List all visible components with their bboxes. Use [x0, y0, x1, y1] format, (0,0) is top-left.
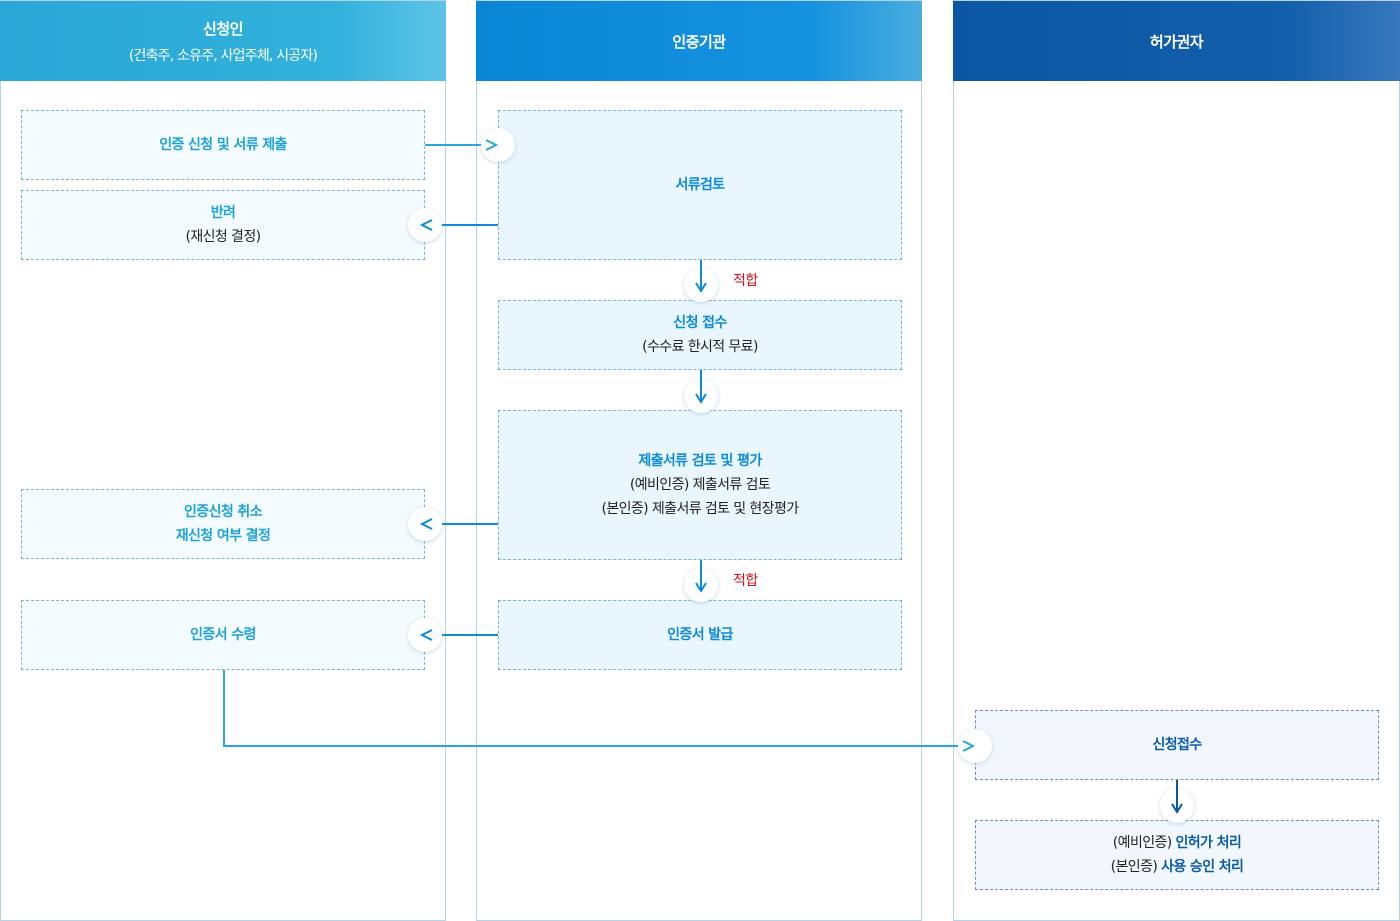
node-label: 인증신청 취소 [184, 504, 263, 520]
node-note: (수수료 한시적 무료) [642, 339, 758, 355]
node-submit-application: 인증 신청 및 서류 제출 [21, 110, 425, 180]
lane-header-cert-body: 인증기관 [476, 1, 922, 81]
node-label: 인증서 발급 [667, 627, 733, 643]
node-label: 제출서류 검토 및 평가 [638, 453, 762, 469]
node-label: 서류검토 [675, 177, 725, 193]
lane-title-applicant: 신청인 [203, 19, 243, 38]
node-document-review: 서류검토 [498, 110, 902, 260]
node-note: (예비인증) 제출서류 검토 [629, 477, 771, 493]
node-certificate-issued: 인증서 발급 [498, 600, 902, 670]
arrow-permit-receipt-to-processing [1160, 780, 1194, 823]
arrow-evaluation-to-issue [684, 560, 718, 602]
node-label: 사용 승인 처리 [1161, 859, 1244, 875]
node-note: (본인증) 제출서류 검토 및 현장평가 [601, 501, 799, 517]
node-cancel-application: 인증신청 취소 재신청 여부 결정 [21, 489, 425, 559]
lane-header-permit-authority: 허가권자 [953, 1, 1400, 81]
node-note: (본인증) [1110, 859, 1158, 875]
node-line-main: (본인증) 사용 승인 처리 [1111, 855, 1244, 879]
node-label: 인허가 처리 [1175, 835, 1242, 851]
node-line-pre: (예비인증) 인허가 처리 [1112, 831, 1242, 855]
node-receive-certificate: 인증서 수령 [21, 600, 425, 670]
node-note: (재신청 결정) [185, 229, 262, 245]
node-application-accepted: 신청 접수 (수수료 한시적 무료) [498, 300, 902, 370]
node-permit-processing: (예비인증) 인허가 처리 (본인증) 사용 승인 처리 [975, 820, 1379, 890]
arrow-evaluation-to-cancel [408, 507, 498, 541]
lane-header-applicant: 신청인 (건축주, 소유주, 사업주체, 시공자) [0, 1, 446, 81]
arrow-review-to-accepted [684, 260, 718, 302]
node-note: (예비인증) [1112, 835, 1172, 851]
lane-title-cert-body: 인증기관 [672, 32, 726, 51]
node-label: 신청접수 [1152, 737, 1202, 753]
arrow-receive-to-permit [223, 670, 992, 763]
pass-label: 적합 [733, 573, 758, 589]
node-label: 반려 [210, 205, 236, 221]
lane-title-permit-authority: 허가권자 [1149, 32, 1204, 51]
node-label: 인증 신청 및 서류 제출 [159, 137, 287, 153]
arrow-review-to-rejection [408, 208, 498, 242]
arrow-issue-to-receive [408, 618, 498, 652]
arrow-submit-to-review [425, 128, 515, 162]
node-evaluation: 제출서류 검토 및 평가 (예비인증) 제출서류 검토 (본인증) 제출서류 검… [498, 410, 902, 560]
pass-label: 적합 [733, 273, 758, 289]
node-label: 인증서 수령 [190, 627, 256, 643]
node-permit-receipt: 신청접수 [975, 710, 1379, 780]
node-rejection: 반려 (재신청 결정) [21, 190, 425, 260]
node-label: 재신청 여부 결정 [175, 528, 271, 544]
arrow-accepted-to-evaluation [684, 370, 718, 413]
node-label: 신청 접수 [673, 315, 727, 331]
lane-subtitle-applicant: (건축주, 소유주, 사업주체, 시공자) [128, 47, 318, 64]
